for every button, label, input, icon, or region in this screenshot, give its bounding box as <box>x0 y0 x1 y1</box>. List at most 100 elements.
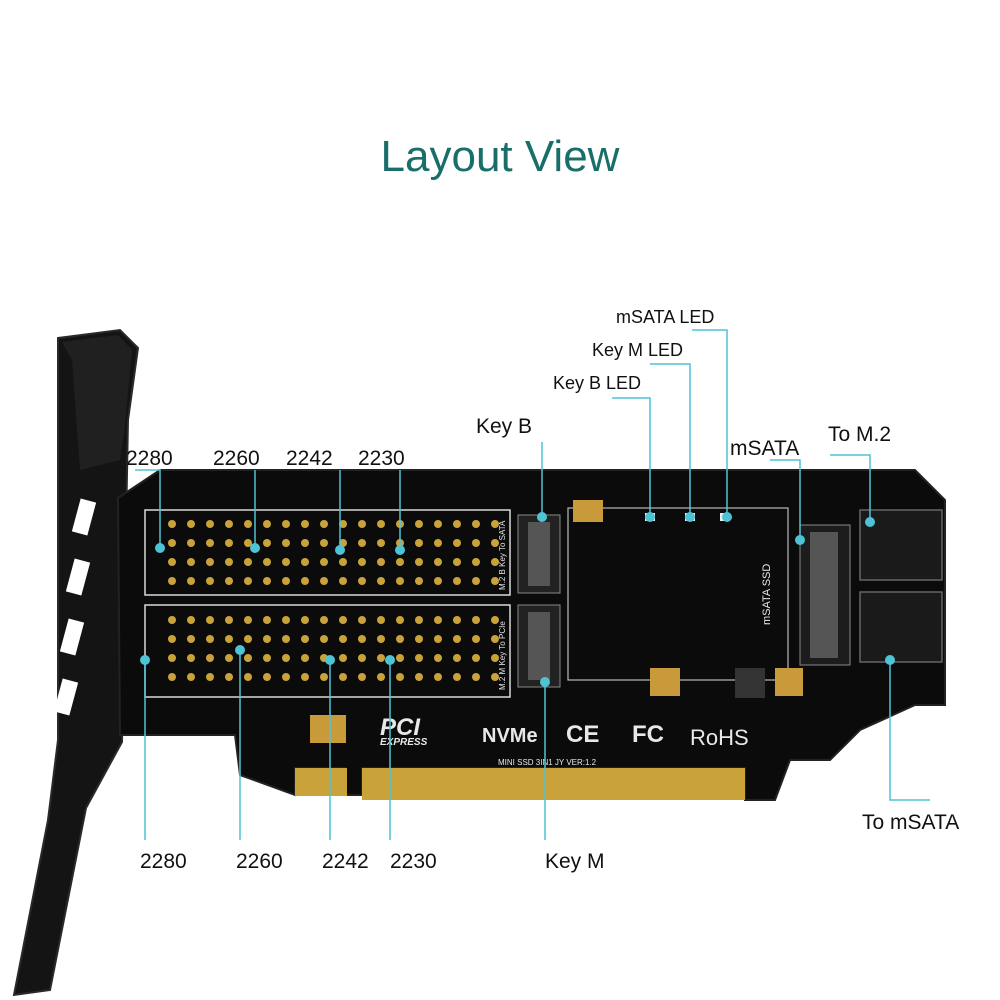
mounting-hole <box>282 539 290 547</box>
mounting-hole <box>491 654 499 662</box>
capacitor <box>310 715 346 743</box>
mounting-hole <box>206 616 214 624</box>
label-top-2260: 2260 <box>213 447 260 470</box>
mounting-hole <box>453 635 461 643</box>
mounting-hole <box>339 539 347 547</box>
capacitor <box>775 668 803 696</box>
mounting-hole <box>453 654 461 662</box>
m2-b-key-silk: M.2 B Key To SATA <box>498 520 507 590</box>
mounting-hole <box>358 539 366 547</box>
page-title: Layout View <box>380 132 620 181</box>
label-to-m2: To M.2 <box>828 423 892 446</box>
mounting-hole <box>358 654 366 662</box>
mounting-hole <box>453 520 461 528</box>
mounting-hole <box>301 635 309 643</box>
mounting-hole <box>491 577 499 585</box>
mounting-hole <box>244 635 252 643</box>
mounting-hole <box>244 558 252 566</box>
label-to-msata: To mSATA <box>862 811 960 834</box>
mounting-hole <box>472 673 480 681</box>
mounting-hole <box>168 616 176 624</box>
mounting-hole <box>225 539 233 547</box>
mounting-hole <box>396 635 404 643</box>
mounting-hole <box>396 558 404 566</box>
mounting-hole <box>301 539 309 547</box>
mounting-hole <box>453 673 461 681</box>
mounting-hole <box>396 577 404 585</box>
mounting-hole <box>358 558 366 566</box>
mounting-hole <box>320 577 328 585</box>
label-top-2242: 2242 <box>286 447 333 470</box>
mounting-hole <box>282 520 290 528</box>
mounting-hole <box>301 520 309 528</box>
mounting-hole <box>206 673 214 681</box>
mounting-hole <box>225 558 233 566</box>
mounting-hole <box>168 520 176 528</box>
label-bottom-2242: 2242 <box>322 850 369 873</box>
mounting-hole <box>339 520 347 528</box>
mounting-hole <box>396 673 404 681</box>
mounting-hole <box>396 654 404 662</box>
mounting-hole <box>415 520 423 528</box>
label-key-m: Key M <box>545 850 605 873</box>
mounting-hole <box>358 635 366 643</box>
mounting-hole <box>339 635 347 643</box>
mounting-hole <box>434 654 442 662</box>
mounting-hole <box>396 616 404 624</box>
mounting-hole <box>415 673 423 681</box>
mounting-hole <box>358 616 366 624</box>
mounting-hole <box>206 558 214 566</box>
label-bottom-2230: 2230 <box>390 850 437 873</box>
mounting-hole <box>225 673 233 681</box>
mounting-hole <box>358 673 366 681</box>
mounting-hole <box>472 558 480 566</box>
mounting-hole <box>377 520 385 528</box>
inductor <box>735 668 765 698</box>
mounting-hole <box>491 635 499 643</box>
mounting-hole <box>472 577 480 585</box>
mounting-hole <box>263 673 271 681</box>
mounting-hole <box>301 577 309 585</box>
mounting-hole <box>453 577 461 585</box>
label-msata-led: mSATA LED <box>616 307 715 327</box>
mounting-hole <box>358 520 366 528</box>
ce-mark: CE <box>566 721 599 748</box>
pcie-bracket <box>12 328 140 997</box>
mounting-hole <box>168 539 176 547</box>
mounting-hole <box>225 577 233 585</box>
sata-port-to-msata <box>859 591 943 663</box>
mounting-hole <box>472 616 480 624</box>
mounting-hole <box>320 539 328 547</box>
mounting-hole <box>434 520 442 528</box>
mounting-hole <box>358 577 366 585</box>
mounting-hole <box>377 673 385 681</box>
mounting-hole <box>472 520 480 528</box>
mounting-hole <box>491 673 499 681</box>
mounting-hole <box>263 520 271 528</box>
pcie-gold-fingers <box>295 768 745 800</box>
express-logo-text: EXPRESS <box>380 737 428 748</box>
mounting-hole <box>187 577 195 585</box>
mounting-hole <box>263 558 271 566</box>
silkscreen: PCI EXPRESS NVMe CE FC RoHS MINI SSD 3IN… <box>380 520 773 767</box>
mounting-hole <box>339 616 347 624</box>
mounting-hole <box>491 539 499 547</box>
mounting-hole <box>434 577 442 585</box>
model-text: MINI SSD 3IN1 JY VER:1.2 <box>498 758 597 767</box>
mounting-hole <box>244 577 252 585</box>
mounting-hole <box>225 654 233 662</box>
mounting-hole <box>434 673 442 681</box>
mounting-hole <box>282 654 290 662</box>
mounting-hole <box>168 558 176 566</box>
mounting-hole <box>263 616 271 624</box>
mounting-hole <box>282 558 290 566</box>
mounting-hole <box>206 635 214 643</box>
mounting-hole <box>282 635 290 643</box>
mounting-hole <box>206 520 214 528</box>
mounting-hole <box>263 654 271 662</box>
mounting-hole <box>244 616 252 624</box>
label-bottom-2280: 2280 <box>140 850 187 873</box>
mounting-hole <box>206 577 214 585</box>
label-msata: mSATA <box>730 437 800 460</box>
mounting-hole <box>491 616 499 624</box>
